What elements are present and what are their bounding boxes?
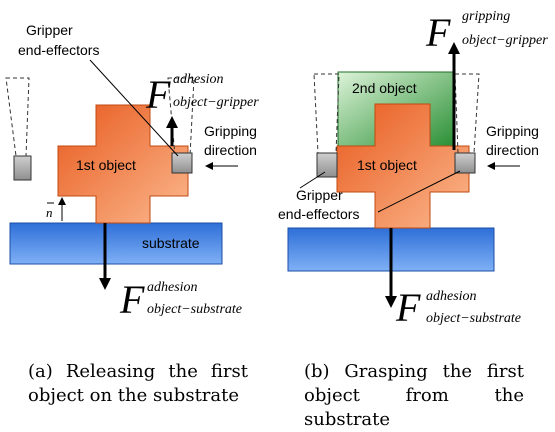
gripper-label-line1: Gripper <box>26 22 73 38</box>
first-object-label-b: 1st object <box>357 157 417 173</box>
force-symbol-top-b: F <box>425 10 451 55</box>
gripper-left-outline-b <box>313 73 340 154</box>
gripper-leader-b-left <box>299 171 326 189</box>
force-sub-top: object−gripper <box>173 95 259 110</box>
gripping-direction-line2: direction <box>204 142 257 158</box>
substrate-label: substrate <box>142 235 200 251</box>
force-symbol-top: F <box>145 72 171 117</box>
gripper-left-tip <box>13 155 32 181</box>
force-symbol-bottom-b: F <box>395 285 421 330</box>
gripping-direction-line1: Gripping <box>204 123 257 139</box>
gripper-right-tip <box>171 152 193 174</box>
first-object-cross <box>57 104 189 224</box>
gripper-label-line2: end-effectors <box>18 42 99 58</box>
gripper-label-b-line2: end-effectors <box>278 206 359 222</box>
force-symbol-bottom: F <box>119 277 145 322</box>
force-sub-bottom-b: object−substrate <box>426 311 521 326</box>
force-sup-bottom: adhesion <box>147 280 198 295</box>
force-sup-top-b: gripping <box>462 9 510 24</box>
gripper-right-outline-b <box>454 73 480 154</box>
caption-b: (b) Grasping the first object from the s… <box>304 361 524 430</box>
force-sub-top-b: object−gripper <box>462 33 548 48</box>
force-sup-top: adhesion <box>173 72 224 87</box>
force-sub-bottom: object−substrate <box>147 302 242 317</box>
first-object-label: 1st object <box>76 157 136 173</box>
normal-vector-label: n <box>46 205 53 220</box>
substrate-block <box>9 222 223 265</box>
gripper-left-tip-b <box>316 152 338 178</box>
caption-a: (a) Releasing the first object on the su… <box>28 361 248 406</box>
gripping-direction-b-line1: Gripping <box>486 123 539 139</box>
gripper-leader-b-right <box>377 170 461 213</box>
force-sup-bottom-b: adhesion <box>426 289 477 304</box>
gripping-direction-b-line2: direction <box>486 142 539 158</box>
gripper-label-b-line1: Gripper <box>296 187 343 203</box>
gripper-left-outline <box>5 77 30 157</box>
gripper-leader-line <box>89 59 179 157</box>
panel-b: 2nd object 1st object Gripper end-effect… <box>278 9 548 330</box>
second-object-label: 2nd object <box>352 80 417 96</box>
gripper-right-outline <box>167 77 195 157</box>
panel-a: substrate 1st object Gripper end-effecto… <box>5 22 259 322</box>
first-object-cross-b <box>336 103 470 229</box>
gripper-right-tip-b <box>454 152 476 174</box>
